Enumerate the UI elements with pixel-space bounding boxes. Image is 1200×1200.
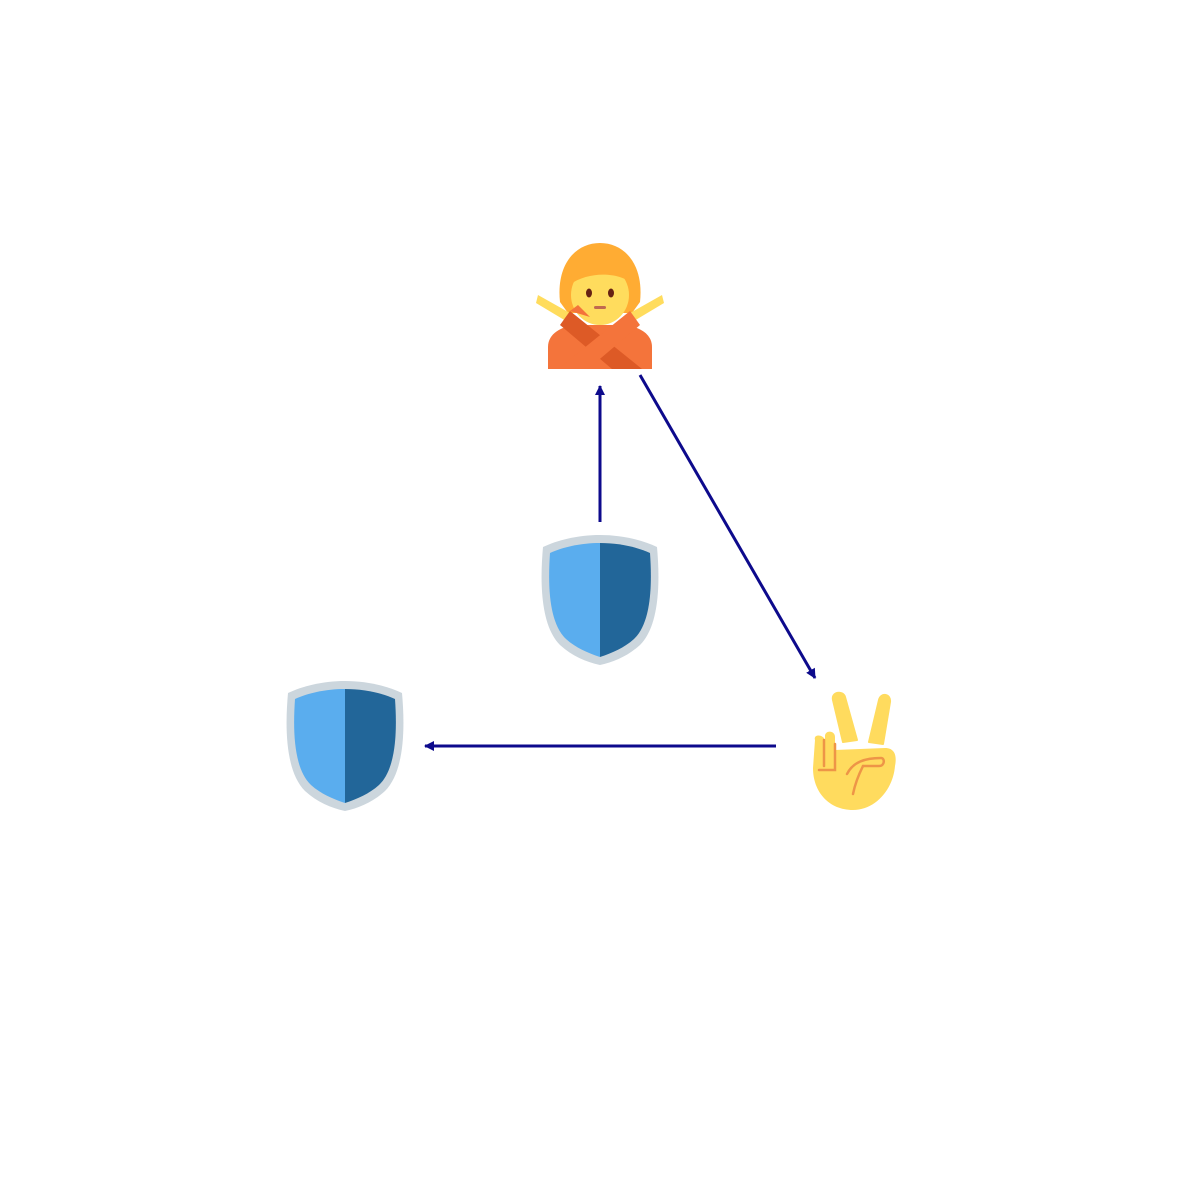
edge-person-to-victory-hand (638, 374, 817, 679)
shield-icon (541, 535, 659, 665)
person-gesturing-no-icon (536, 243, 664, 369)
shield-icon (286, 681, 404, 811)
edges (424, 374, 817, 751)
victory-hand-icon (813, 691, 896, 810)
